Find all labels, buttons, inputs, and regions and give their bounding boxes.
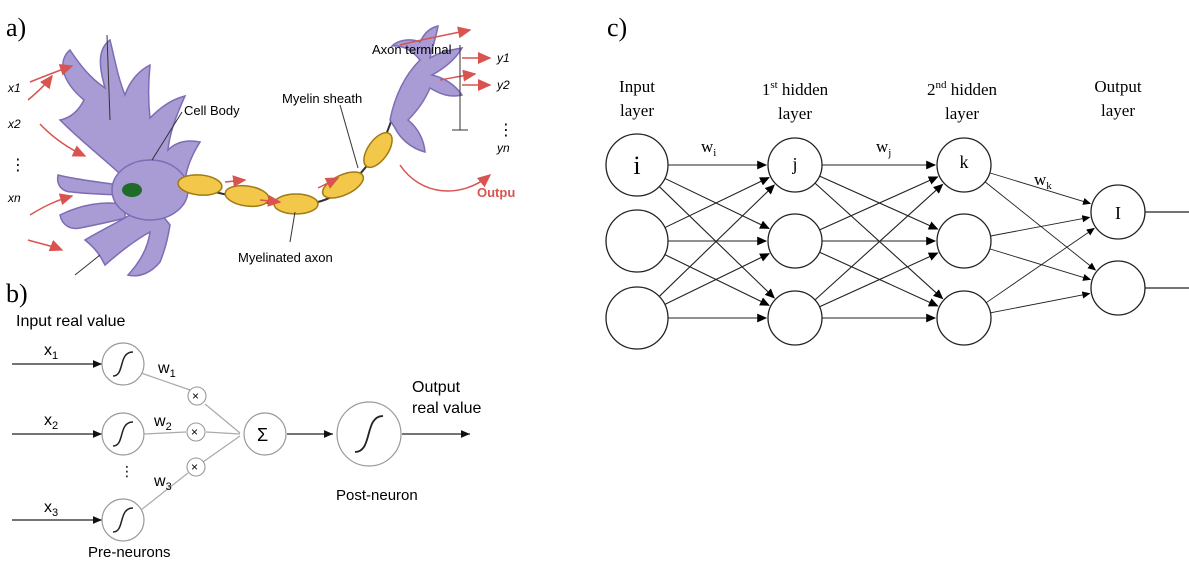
input-real-value-title: Input real value [16, 313, 126, 330]
post-neuron-sigmoid-icon [354, 415, 384, 453]
edge-2-1-1 [989, 248, 1092, 281]
output-title-1: Output [412, 379, 461, 396]
pre-neuron-dots: ⋮ [120, 463, 134, 479]
node-layer1-1 [767, 213, 823, 269]
edge-0-2-1 [664, 253, 770, 305]
multiply-node-1 [187, 386, 207, 406]
multiply-symbol-2: × [191, 425, 198, 439]
edge-2-2-1 [990, 291, 1091, 314]
signal-arrows [27, 26, 492, 252]
input-x1-label: x1 [44, 342, 58, 362]
output-dots: ⋮ [498, 122, 514, 139]
panel-a: a) [6, 13, 515, 277]
nucleus [122, 183, 142, 197]
edge-0-1-0 [664, 177, 770, 229]
edge-1-2-1 [819, 252, 939, 308]
edge-1-0-1 [819, 175, 939, 230]
pre-neuron-2 [101, 412, 145, 456]
node-label-k: k [960, 152, 969, 172]
node-layer3-1 [1090, 260, 1146, 316]
network-nodes [605, 133, 1146, 350]
node-layer1-0 [767, 137, 823, 193]
weight-wj: wj [876, 137, 891, 159]
edge-1-1-2 [819, 251, 939, 307]
post-neuron-label: Post-neuron [336, 487, 418, 504]
edge-2-1-0 [990, 215, 1091, 237]
edge-0-1-2 [664, 254, 770, 306]
node-layer0-0 [605, 133, 669, 197]
layer-output-title-2: layer [1101, 101, 1135, 120]
edge-2-0-0 [989, 172, 1092, 205]
input-x3-label: x3 [44, 499, 58, 519]
panel-c: c) Input layer 1st hidden layer 2nd hidd… [605, 13, 1189, 350]
panel-c-label: c) [607, 13, 627, 42]
node-label-l: I [1115, 203, 1121, 223]
input-x1: x1 [7, 81, 21, 95]
output-title-2: real value [412, 400, 481, 417]
label-cell-body: Cell Body [184, 103, 240, 118]
edge-1-2-0 [814, 183, 944, 301]
multiply-symbol-1: × [192, 389, 199, 403]
label-output: Outpu [477, 185, 515, 200]
edge-0-0-1 [664, 177, 770, 229]
input-xn: xn [7, 191, 21, 205]
output-yn: yn [496, 141, 510, 155]
panel-b: b) Input real value x1 x2 x3 ⋮ [6, 279, 481, 561]
sigmoid-icons [112, 351, 134, 533]
myelin-sheaths [177, 131, 393, 215]
panel-b-label: b) [6, 279, 28, 308]
node-layer2-1 [936, 213, 992, 269]
sum-node [243, 412, 287, 456]
input-x2: x2 [7, 117, 21, 131]
edge-2-2-0 [985, 227, 1095, 304]
neuron-dendrites [56, 38, 202, 277]
weight-wk: wk [1034, 170, 1052, 192]
node-label-i: i [633, 151, 640, 180]
panel-a-label: a) [6, 13, 26, 42]
multiply-symbol-3: × [191, 460, 198, 474]
weight-wi: wi [701, 137, 716, 159]
node-layer1-2 [767, 290, 823, 346]
layer-input-title-1: Input [619, 77, 655, 96]
output-y2: y2 [496, 78, 510, 92]
node-layer0-1 [605, 209, 669, 273]
input-dots: ⋮ [10, 157, 26, 174]
axon-terminal [389, 24, 464, 153]
weight-w2: w2 [153, 413, 172, 433]
weight-w3: w3 [153, 473, 172, 493]
network-edges [658, 160, 1097, 323]
multiply-node-2 [186, 422, 206, 442]
edge-1-1-0 [819, 176, 939, 231]
sum-symbol: Σ [257, 425, 268, 445]
edge-0-2-0 [658, 184, 775, 297]
node-layer0-2 [605, 286, 669, 350]
edge-2-0-1 [984, 181, 1097, 271]
layer-hidden1-title-1: 1st hidden [762, 79, 829, 99]
layer-hidden2-title-1: 2nd hidden [927, 79, 998, 99]
node-layer2-2 [936, 290, 992, 346]
input-x2-label: x2 [44, 412, 58, 432]
layer-output-title-1: Output [1094, 77, 1142, 96]
label-myelin-sheath: Myelin sheath [282, 91, 362, 106]
layer-hidden1-title-2: layer [778, 104, 812, 123]
layer-input-title-2: layer [620, 101, 654, 120]
node-label-j: j [791, 154, 797, 174]
pre-neuron-1 [101, 342, 145, 386]
multiply-node-3 [186, 457, 206, 477]
label-axon-terminal: Axon terminal [372, 42, 452, 57]
pre-neuron-3 [101, 498, 145, 542]
pre-neurons-label: Pre-neurons [88, 544, 171, 561]
output-y1: y1 [496, 51, 510, 65]
node-layer2-0 [936, 137, 992, 193]
layer-hidden2-title-2: layer [945, 104, 979, 123]
weight-w1: w1 [157, 360, 176, 380]
label-myelinated-axon: Myelinated axon [238, 250, 333, 265]
edge-0-0-2 [658, 186, 775, 299]
